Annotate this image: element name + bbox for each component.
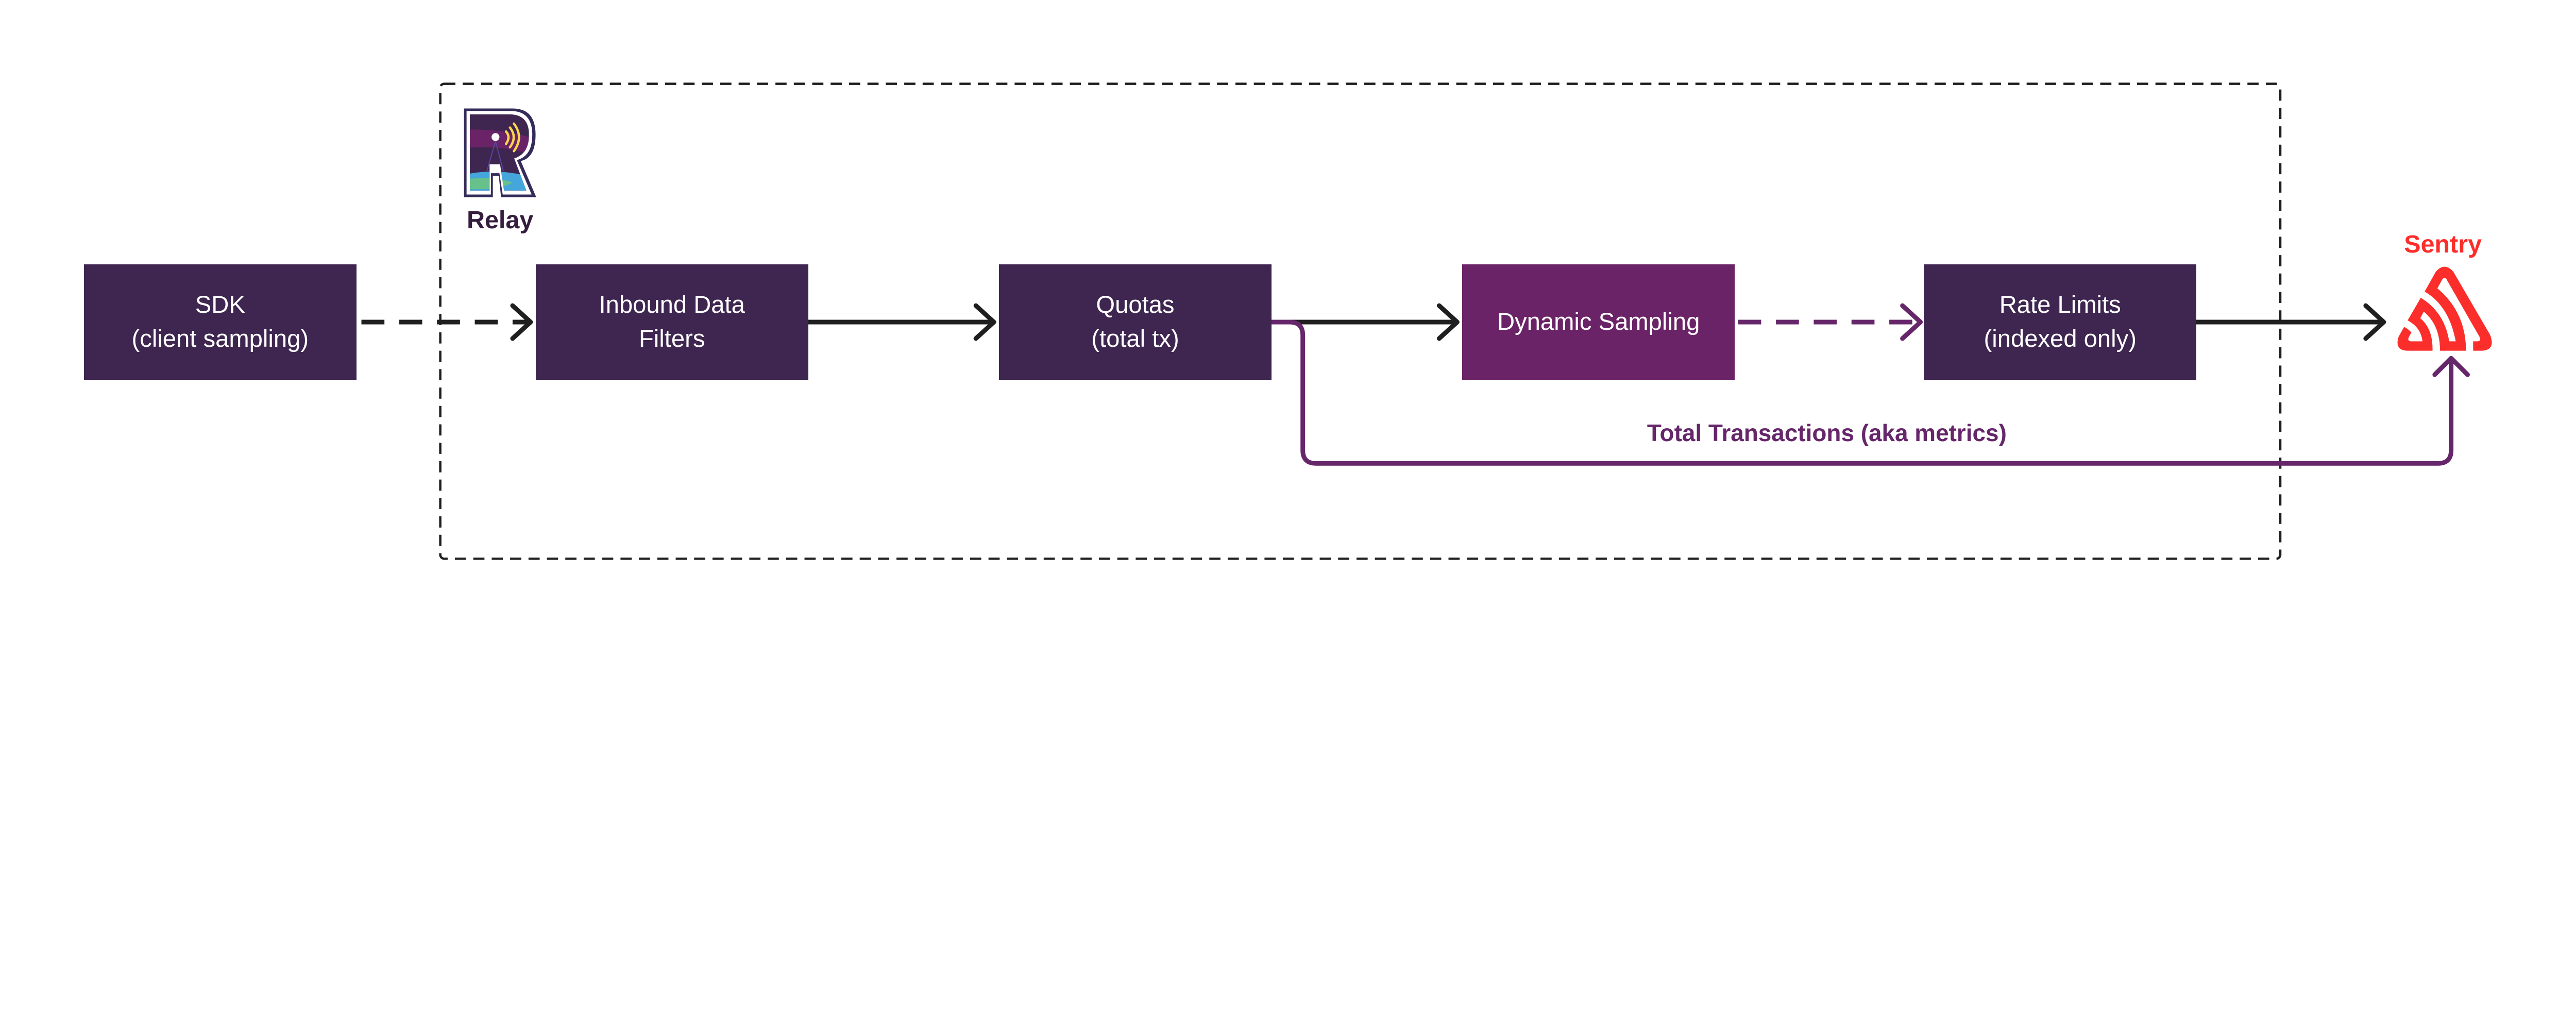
node-title: Rate Limits xyxy=(1999,291,2121,318)
diagram: Relay Sentry SDK (client sampling) Inbou… xyxy=(83,82,2492,560)
node-inbound-data-filters: Inbound Data Filters xyxy=(535,264,808,380)
arrow-filters-to-quotas xyxy=(806,303,996,341)
sentry-logo xyxy=(2397,266,2492,351)
node-subtitle: Filters xyxy=(638,325,705,352)
connectors xyxy=(361,82,2492,560)
node-dynamic-sampling: Dynamic Sampling xyxy=(1462,264,1735,380)
node-subtitle: (indexed only) xyxy=(1984,325,2137,352)
arrow-ratelimits-to-sentry xyxy=(2194,303,2386,341)
node-quotas: Quotas (total tx) xyxy=(998,264,1272,380)
metrics-path-label: Total Transactions (aka metrics) xyxy=(1647,419,2007,447)
relay-label: Relay xyxy=(467,206,534,234)
node-rate-limits: Rate Limits (indexed only) xyxy=(1924,264,2197,380)
arrow-metrics-path xyxy=(1269,319,2470,466)
node-title: Dynamic Sampling xyxy=(1497,308,1700,335)
sentry-label: Sentry xyxy=(2404,230,2482,259)
arrow-quotas-to-sampling xyxy=(1269,303,1460,341)
node-title: Inbound Data xyxy=(599,291,745,318)
node-subtitle: (total tx) xyxy=(1091,325,1179,352)
arrow-sampling-to-ratelimits xyxy=(1738,303,1923,341)
node-title: Quotas xyxy=(1096,291,1175,318)
relay-logo xyxy=(464,108,536,197)
node-sdk: SDK (client sampling) xyxy=(83,264,357,380)
node-subtitle: (client sampling) xyxy=(131,325,309,352)
node-title: SDK xyxy=(195,291,245,318)
arrow-sdk-to-filters xyxy=(361,303,533,341)
